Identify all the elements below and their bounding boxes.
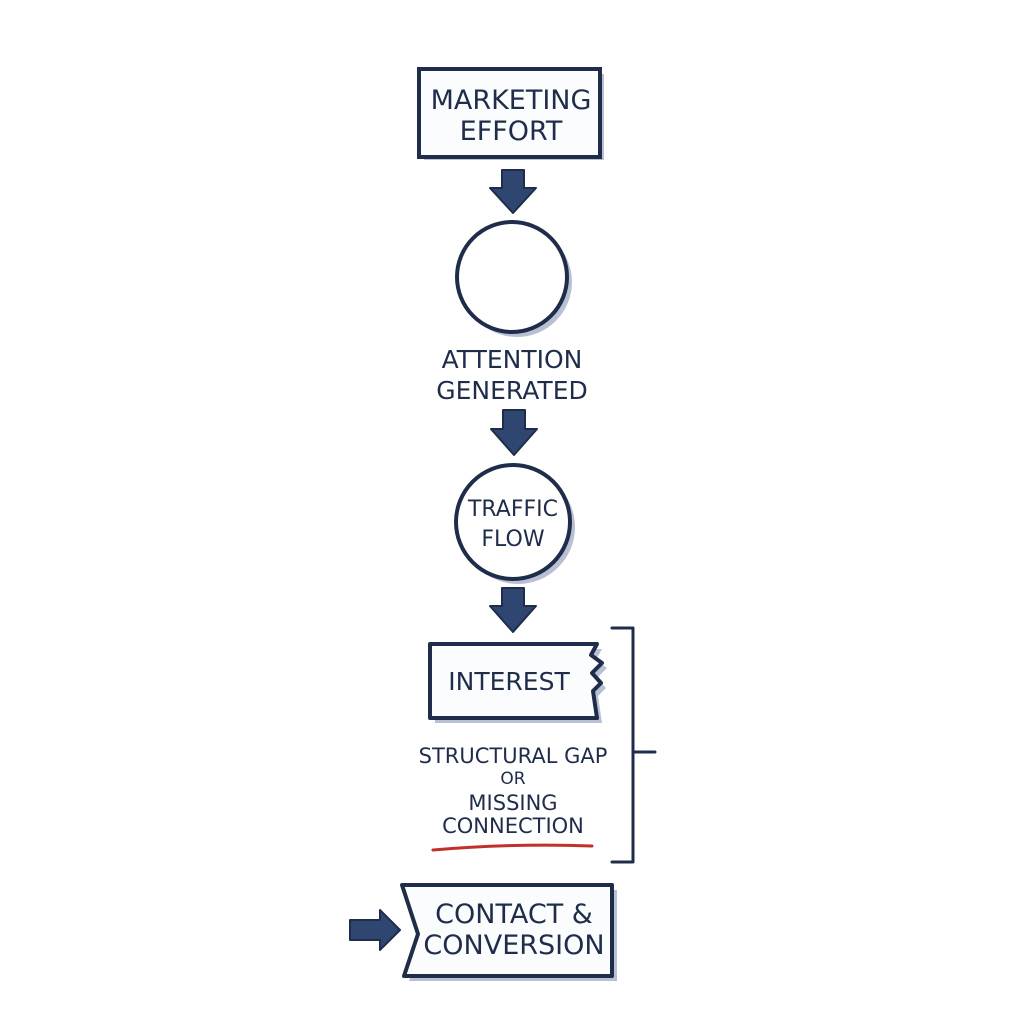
- marketing-effort-node: MARKETING EFFORT: [417, 67, 604, 160]
- down-arrow-2: [490, 409, 538, 456]
- empty-circle-node: [455, 220, 572, 337]
- interest-node: INTEREST: [428, 642, 607, 723]
- structural-gap-line4: CONNECTION: [442, 814, 584, 838]
- traffic-flow-circle: [454, 463, 572, 581]
- missing-connection-underline: [431, 843, 594, 852]
- right-arrow: [349, 909, 401, 951]
- attention-generated-label-line2: GENERATED: [436, 376, 588, 405]
- marketing-effort-box: [417, 67, 602, 159]
- structural-gap-line1: STRUCTURAL GAP: [419, 744, 608, 768]
- structural-gap-line3: MISSING: [468, 791, 557, 815]
- contact-conversion-label-line1: CONTACT &: [435, 899, 593, 930]
- contact-conversion-node: CONTACT & CONVERSION: [400, 883, 617, 981]
- marketing-effort-label-line2: EFFORT: [460, 116, 563, 147]
- empty-circle: [455, 220, 569, 334]
- traffic-flow-node: TRAFFIC FLOW: [454, 463, 575, 584]
- interest-label: INTEREST: [448, 667, 570, 696]
- traffic-flow-label-line1: TRAFFIC: [467, 497, 558, 522]
- gap-bracket: [610, 626, 657, 864]
- structural-gap-note: STRUCTURAL GAP OR MISSING CONNECTION: [419, 744, 608, 852]
- attention-generated-node: ATTENTION GENERATED: [436, 345, 588, 405]
- traffic-flow-label-line2: FLOW: [481, 527, 544, 552]
- contact-conversion-box: [400, 883, 614, 978]
- attention-generated-label-line1: ATTENTION: [442, 345, 583, 374]
- down-arrow-1: [489, 169, 537, 214]
- contact-conversion-label-line2: CONVERSION: [423, 930, 604, 961]
- marketing-effort-label-line1: MARKETING: [431, 85, 592, 116]
- interest-box: [428, 642, 604, 720]
- structural-gap-line2: OR: [500, 769, 525, 789]
- down-arrow-3: [489, 587, 537, 633]
